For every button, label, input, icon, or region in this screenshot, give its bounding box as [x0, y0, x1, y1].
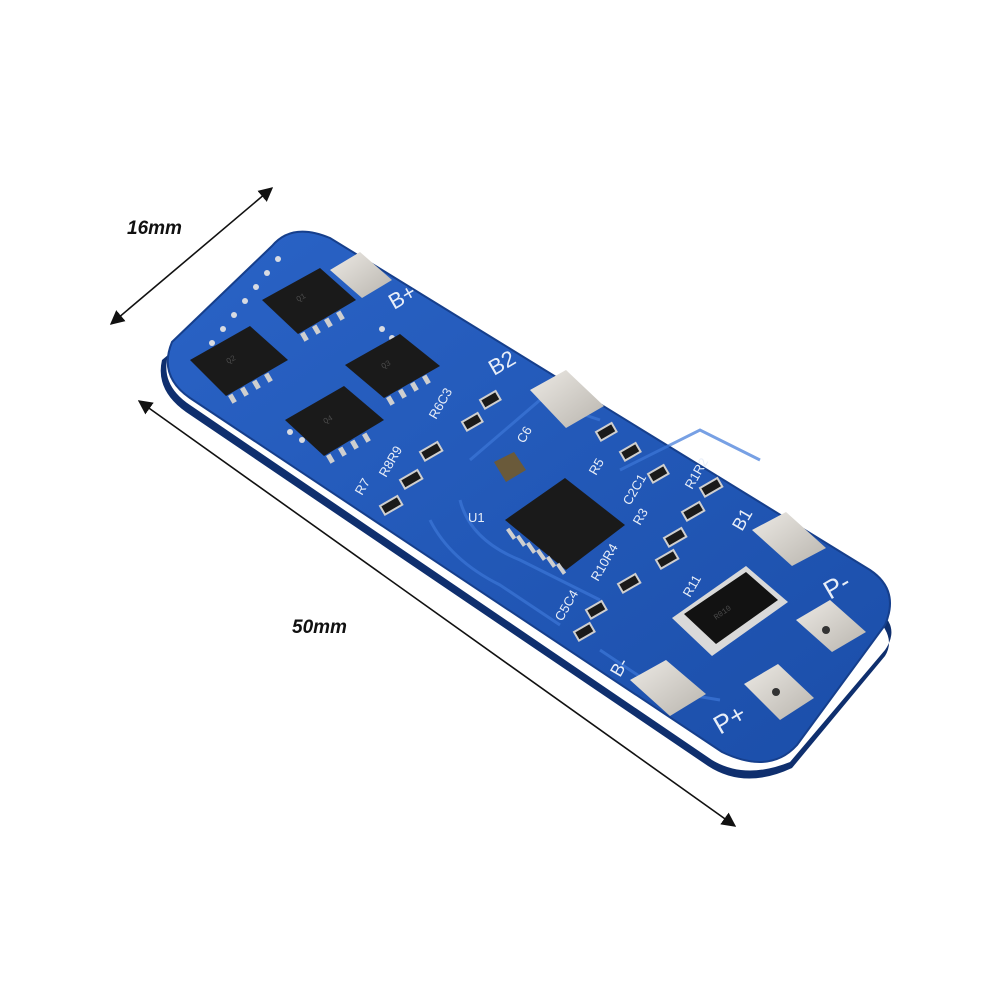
pad-b-plus	[330, 252, 392, 298]
pad-p-minus-hole	[822, 626, 830, 634]
capacitor-c6	[494, 452, 526, 482]
length-dimension: 50mm	[137, 400, 737, 827]
svg-text:Q3: Q3	[380, 359, 393, 372]
svg-text:Q1: Q1	[295, 292, 308, 305]
smd-passives	[378, 389, 724, 643]
mosfet-q3: Q3	[345, 334, 440, 398]
shunt-resistor: R010	[672, 566, 788, 656]
battery-pads	[330, 252, 866, 720]
label-c6: C6	[514, 424, 535, 446]
pad-b2	[530, 370, 604, 428]
pad-p-plus-hole	[772, 688, 780, 696]
pad-b-minus	[630, 660, 706, 716]
mosfet-chips: Q1 Q2 Q3 Q4	[190, 268, 440, 464]
mosfet-q1: Q1	[262, 268, 356, 334]
mosfet-q2: Q2	[190, 326, 288, 396]
pad-b1	[752, 512, 826, 566]
length-arrow	[137, 400, 737, 827]
label-r3: R3	[630, 506, 651, 528]
label-r5: R5	[586, 456, 607, 478]
controller-ic-u1	[505, 478, 625, 575]
label-u1: U1	[468, 510, 485, 525]
width-label: 16mm	[127, 218, 182, 239]
pcb-edge	[160, 355, 892, 779]
pcb-board: Q1 Q2 Q3 Q4	[160, 230, 892, 779]
length-label: 50mm	[292, 617, 347, 638]
width-dimension: 16mm	[109, 187, 274, 325]
label-r7: R7	[352, 476, 373, 498]
pad-p-minus	[796, 600, 866, 652]
mosfet-q4: Q4	[285, 386, 384, 456]
width-arrow	[109, 187, 274, 325]
svg-text:Q2: Q2	[225, 354, 238, 367]
svg-text:Q4: Q4	[322, 414, 335, 427]
